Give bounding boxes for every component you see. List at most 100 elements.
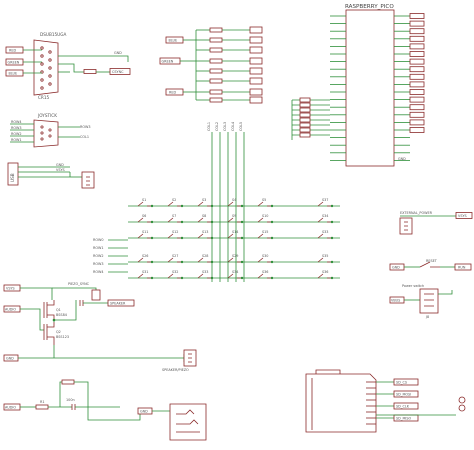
pico-bus-net xyxy=(299,102,311,108)
rgb-gpio-net xyxy=(249,67,263,75)
key-switch-label: S7 xyxy=(172,214,176,218)
q2-part: BSS123 xyxy=(56,335,69,339)
dsub-net-green: GREEN xyxy=(5,58,42,66)
sd-indicator-2 xyxy=(458,404,466,412)
key-switch-symbol xyxy=(227,217,242,223)
joystick-block: JOYSTICK ROW4 ROW3 ROW2 ROW1 ROW3 COL1 xyxy=(10,113,91,148)
rgb-gpio-net xyxy=(249,77,263,85)
key-switch-label: S36 xyxy=(322,270,328,274)
key-switch-symbol xyxy=(317,217,332,223)
key-switch-symbol xyxy=(197,217,212,223)
rgb-resistor xyxy=(209,47,223,53)
audio-jack-body xyxy=(169,403,207,441)
junction-dot xyxy=(270,236,274,240)
rgb-gpio-net xyxy=(249,57,263,65)
pico-right-net xyxy=(409,28,425,35)
junction-dot xyxy=(210,260,214,264)
sd-net-box xyxy=(393,378,419,386)
pico-bus-net xyxy=(299,127,311,133)
key-switch-label: S29 xyxy=(232,254,238,258)
pico-right-net xyxy=(409,13,425,19)
key-switch-symbol xyxy=(197,257,212,263)
junction-dot xyxy=(270,220,274,224)
pico-right-net xyxy=(409,73,425,80)
junction-dot xyxy=(240,276,244,280)
junction-dot xyxy=(330,260,334,264)
key-switch-symbol xyxy=(257,273,272,279)
matrix-row-label: ROW3 xyxy=(93,262,104,266)
pico-bus-net xyxy=(299,132,311,138)
audio-cap-label: 100n xyxy=(66,398,75,402)
junction-dot xyxy=(270,276,274,280)
key-switch-symbol xyxy=(227,233,242,239)
junction-dot xyxy=(270,260,274,264)
svg-text:VSYS: VSYS xyxy=(458,214,467,218)
key-switch-label: S35 xyxy=(322,254,328,258)
rgb-gpio-net xyxy=(249,88,263,96)
key-switch-symbol xyxy=(317,273,332,279)
junction-dot xyxy=(180,276,184,280)
rgb-resistor-network: BLUE GREEN RED xyxy=(159,26,263,104)
key-switch-symbol xyxy=(257,201,272,207)
junction-dot xyxy=(330,276,334,280)
svg-text:VBUS: VBUS xyxy=(391,299,400,303)
key-switch-symbol xyxy=(197,273,212,279)
svg-text:RED: RED xyxy=(169,91,176,95)
joystick-right-wires xyxy=(58,126,80,138)
power-switch-body xyxy=(419,288,439,314)
rgb-resistor xyxy=(209,97,223,103)
audio-out-block: AUDIO R1 100n GND xyxy=(3,379,207,441)
pico-bus-net xyxy=(299,117,311,123)
sd-net-label: SD_MOSI xyxy=(396,393,411,397)
key-switch-symbol xyxy=(167,257,182,263)
col-label-5: COL5 xyxy=(239,122,243,131)
key-switch-symbol xyxy=(167,273,182,279)
dsub-net-red: RED xyxy=(5,46,42,54)
svg-text:VSYS: VSYS xyxy=(6,287,15,291)
key-switch-label: S33 xyxy=(202,270,208,274)
rgb-net-green: GREEN xyxy=(159,57,196,65)
key-switch-symbol xyxy=(137,233,152,239)
reset-switch-symbol xyxy=(419,261,440,268)
reset-gnd-net: GND xyxy=(389,263,405,271)
junction-dot xyxy=(180,220,184,224)
matrix-row-label: ROW0 xyxy=(93,238,104,242)
key-switch-label: S37 xyxy=(322,198,328,202)
q1-part: BSS84 xyxy=(56,313,67,317)
pico-title: RASPBERRY_PICO xyxy=(345,4,394,10)
rgb-resistor xyxy=(209,58,223,64)
key-switch-label: S12 xyxy=(172,230,178,234)
rgb-resistor xyxy=(209,89,223,95)
piezo-title: PIEZO_SYNC xyxy=(68,282,90,286)
pico-right-net xyxy=(409,43,425,50)
key-switch-symbol xyxy=(317,201,332,207)
q1-symbol xyxy=(43,300,55,320)
raspberry-pico: RASPBERRY_PICO GND xyxy=(291,4,425,167)
key-switch-label: S26 xyxy=(142,254,148,258)
junction-dot xyxy=(150,276,154,280)
key-switch-symbol xyxy=(257,257,272,263)
q2-ref: Q2 xyxy=(56,330,61,334)
key-switch-label: S14 xyxy=(232,230,238,234)
q2-symbol xyxy=(43,322,55,345)
matrix-row-label: ROW4 xyxy=(93,270,104,274)
coupling-cap xyxy=(79,300,84,306)
svg-text:GND: GND xyxy=(140,410,148,414)
svg-text:GND: GND xyxy=(6,357,14,361)
key-switch-symbol xyxy=(317,257,332,263)
dsub-connector-block: DSUB15UGA CR15 RED GREEN BLUE GND xyxy=(5,32,131,100)
audio-resistor xyxy=(35,404,49,410)
key-switch-symbol xyxy=(137,201,152,207)
svg-text:CSYNC: CSYNC xyxy=(112,70,124,74)
pico-right-net xyxy=(409,111,425,118)
key-switch-label: S13 xyxy=(202,230,208,234)
audio-out-net: AUDIO xyxy=(3,403,21,411)
junction-dot xyxy=(180,204,184,208)
audio-r-label: R1 xyxy=(40,400,45,404)
key-switch-label: S32 xyxy=(172,270,178,274)
sd-net-label: SD_CLK xyxy=(396,405,410,409)
rgb-resistor xyxy=(209,78,223,84)
pico-right-net xyxy=(409,119,425,126)
